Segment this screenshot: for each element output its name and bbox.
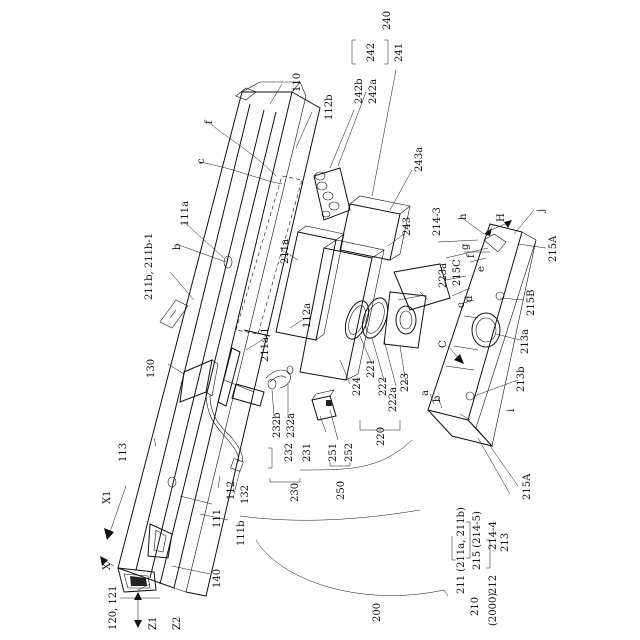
label-231: 231 <box>302 443 313 462</box>
label-222a: 222a <box>388 387 399 412</box>
label-213b: 213b <box>516 367 527 393</box>
label-f-right: f <box>466 253 477 258</box>
label-c-right: c <box>456 302 467 308</box>
label-g: g <box>460 243 471 250</box>
label-211a-1: 211a-1 <box>260 327 271 362</box>
direction-arrows <box>100 220 512 628</box>
lens-group-220 <box>341 292 426 348</box>
label-243: 243 <box>402 217 413 236</box>
label-i: i <box>506 409 517 412</box>
label-2000: (2000) <box>488 593 499 626</box>
label-243a: 243a <box>414 147 425 172</box>
label-C: C <box>438 340 449 348</box>
label-112a: 112a <box>302 303 313 328</box>
label-Z2: Z2 <box>172 617 183 630</box>
label-140: 140 <box>212 569 223 588</box>
reference-labels: 240 242 241 242b 242a 110 112b 243a f c … <box>102 11 559 630</box>
module-251 <box>312 390 336 420</box>
label-111: 111 <box>212 509 223 528</box>
label-213a: 213a <box>520 329 531 354</box>
led-board-242 <box>314 168 350 220</box>
label-113: 113 <box>118 443 129 462</box>
label-212: 212 <box>488 575 499 594</box>
label-213: 213 <box>500 533 511 552</box>
label-250: 250 <box>336 481 347 500</box>
label-b-left: b <box>172 244 183 250</box>
label-110: 110 <box>292 73 303 92</box>
braces <box>256 40 490 596</box>
label-j: j <box>536 209 547 213</box>
label-223a: 223a <box>438 263 449 288</box>
label-130: 130 <box>146 359 157 378</box>
label-H: H <box>496 213 507 222</box>
label-h: h <box>458 213 469 220</box>
label-232a: 232a <box>286 413 297 438</box>
label-251: 251 <box>328 443 339 462</box>
label-232: 232 <box>284 443 295 462</box>
label-X: X <box>102 562 113 570</box>
label-242b: 242b <box>354 79 365 105</box>
label-f-top: f <box>204 119 215 124</box>
leader-lines <box>138 70 546 590</box>
label-215B: 215B <box>526 290 537 316</box>
label-223: 223 <box>400 373 411 392</box>
label-e: e <box>476 266 487 272</box>
label-214-3: 214-3 <box>432 207 443 236</box>
bracket-224 <box>232 384 264 406</box>
label-215-group: 215 (214-5) <box>472 511 483 570</box>
label-Z1: Z1 <box>148 617 159 630</box>
label-220: 220 <box>376 427 387 446</box>
label-215A-bottom: 215A <box>522 473 533 500</box>
label-252: 252 <box>344 443 355 462</box>
label-c-top: c <box>196 158 207 164</box>
label-224: 224 <box>352 377 363 396</box>
label-111a: 111a <box>180 201 191 226</box>
label-a: a <box>420 390 431 396</box>
label-132: 132 <box>240 485 251 504</box>
label-b-right: b <box>432 396 443 402</box>
label-242a: 242a <box>368 79 379 104</box>
label-230: 230 <box>290 483 301 502</box>
label-215C: 215C <box>452 259 463 286</box>
label-200: 200 <box>372 603 383 622</box>
label-215A-right: 215A <box>548 235 559 262</box>
label-232b: 232b <box>272 413 283 439</box>
label-242: 242 <box>366 43 377 62</box>
label-214-4: 214-4 <box>488 521 499 550</box>
label-210: 210 <box>470 597 481 616</box>
block-243 <box>340 196 410 260</box>
window-frame-111a <box>218 176 302 406</box>
label-111b: 111b <box>236 521 247 547</box>
label-221: 221 <box>366 359 377 378</box>
label-211a: 211a <box>280 239 291 264</box>
label-112b: 112b <box>324 95 335 121</box>
label-120-121: 120, 121 <box>108 585 119 630</box>
label-241: 241 <box>394 43 405 62</box>
label-211-group: 211 (211a, 211b) <box>456 507 467 594</box>
label-240: 240 <box>382 11 393 30</box>
label-d: d <box>464 295 475 302</box>
label-112: 112 <box>226 481 237 500</box>
label-X1: X1 <box>102 491 113 504</box>
clip-232 <box>266 366 293 389</box>
label-211b-211b1: 211b, 211b-1 <box>144 233 155 300</box>
